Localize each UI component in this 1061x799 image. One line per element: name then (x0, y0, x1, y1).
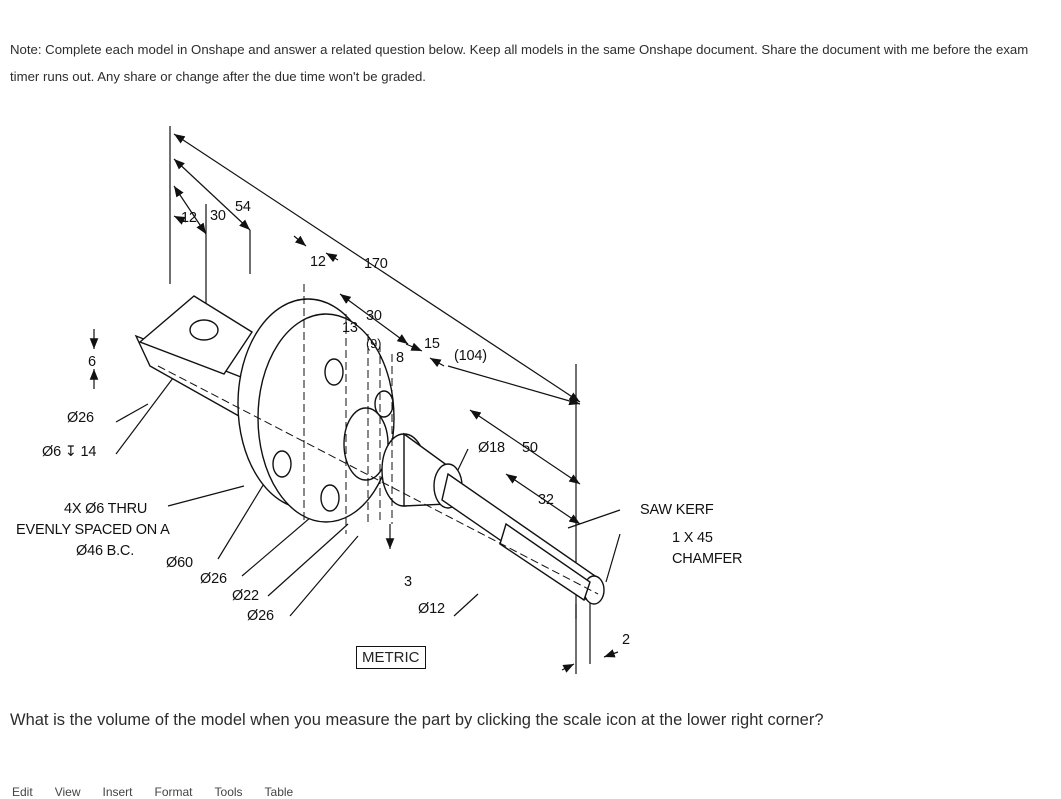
label-holes-line2: EVENLY SPACED ON A (16, 522, 170, 538)
dim-15: 15 (424, 336, 440, 352)
dim-12-b: 12 (310, 254, 326, 270)
dim-30-a: 30 (210, 208, 226, 224)
menu-format[interactable]: Format (154, 785, 193, 799)
menu-edit[interactable]: Edit (12, 785, 33, 799)
dim-dia-18: Ø18 (478, 440, 505, 456)
label-holes-line1: 4X Ø6 THRU (64, 501, 148, 517)
dim-12-a: 12 (181, 210, 197, 226)
label-dia-26-shaft: Ø26 (67, 410, 94, 426)
dim-9: (9) (366, 336, 382, 351)
label-chamfer: CHAMFER (672, 551, 743, 567)
question-text: What is the volume of the model when you… (10, 711, 824, 729)
label-hole-depth: Ø6 ↧ 14 (42, 444, 97, 460)
technical-drawing: 12 30 54 12 170 30 13 (9) 8 15 (104) Ø18… (8, 104, 760, 696)
label-dia-26-step: Ø26 (247, 608, 274, 624)
dim-170: 170 (364, 256, 388, 272)
dim-2: 2 (622, 632, 630, 648)
label-chamfer-size: 1 X 45 (672, 530, 713, 546)
menu-insert[interactable]: Insert (102, 785, 133, 799)
dim-13: 13 (342, 320, 358, 336)
dim-3: 3 (404, 574, 412, 590)
dim-104: (104) (454, 348, 487, 364)
label-dia-60: Ø60 (166, 555, 193, 571)
label-dia-22: Ø22 (232, 588, 259, 604)
label-saw-kerf: SAW KERF (640, 502, 714, 518)
instruction-note: Note: Complete each model in Onshape and… (10, 42, 1029, 84)
label-dia-12: Ø12 (418, 601, 445, 617)
editor-menubar: Edit View Insert Format Tools Table (12, 785, 293, 799)
menu-tools[interactable]: Tools (214, 785, 243, 799)
menu-table[interactable]: Table (264, 785, 294, 799)
dim-50: 50 (522, 440, 538, 456)
label-holes-line3: Ø46 B.C. (76, 543, 135, 559)
menu-view[interactable]: View (54, 785, 81, 799)
dim-30-b: 30 (366, 308, 382, 324)
metric-box: METRIC (356, 646, 426, 669)
dim-54: 54 (235, 199, 251, 215)
dim-6: 6 (88, 354, 96, 370)
dim-8: 8 (396, 350, 404, 366)
label-dia-26-hub: Ø26 (200, 571, 227, 587)
dim-32: 32 (538, 492, 554, 508)
shaft-isometric-drawing (89, 126, 621, 674)
